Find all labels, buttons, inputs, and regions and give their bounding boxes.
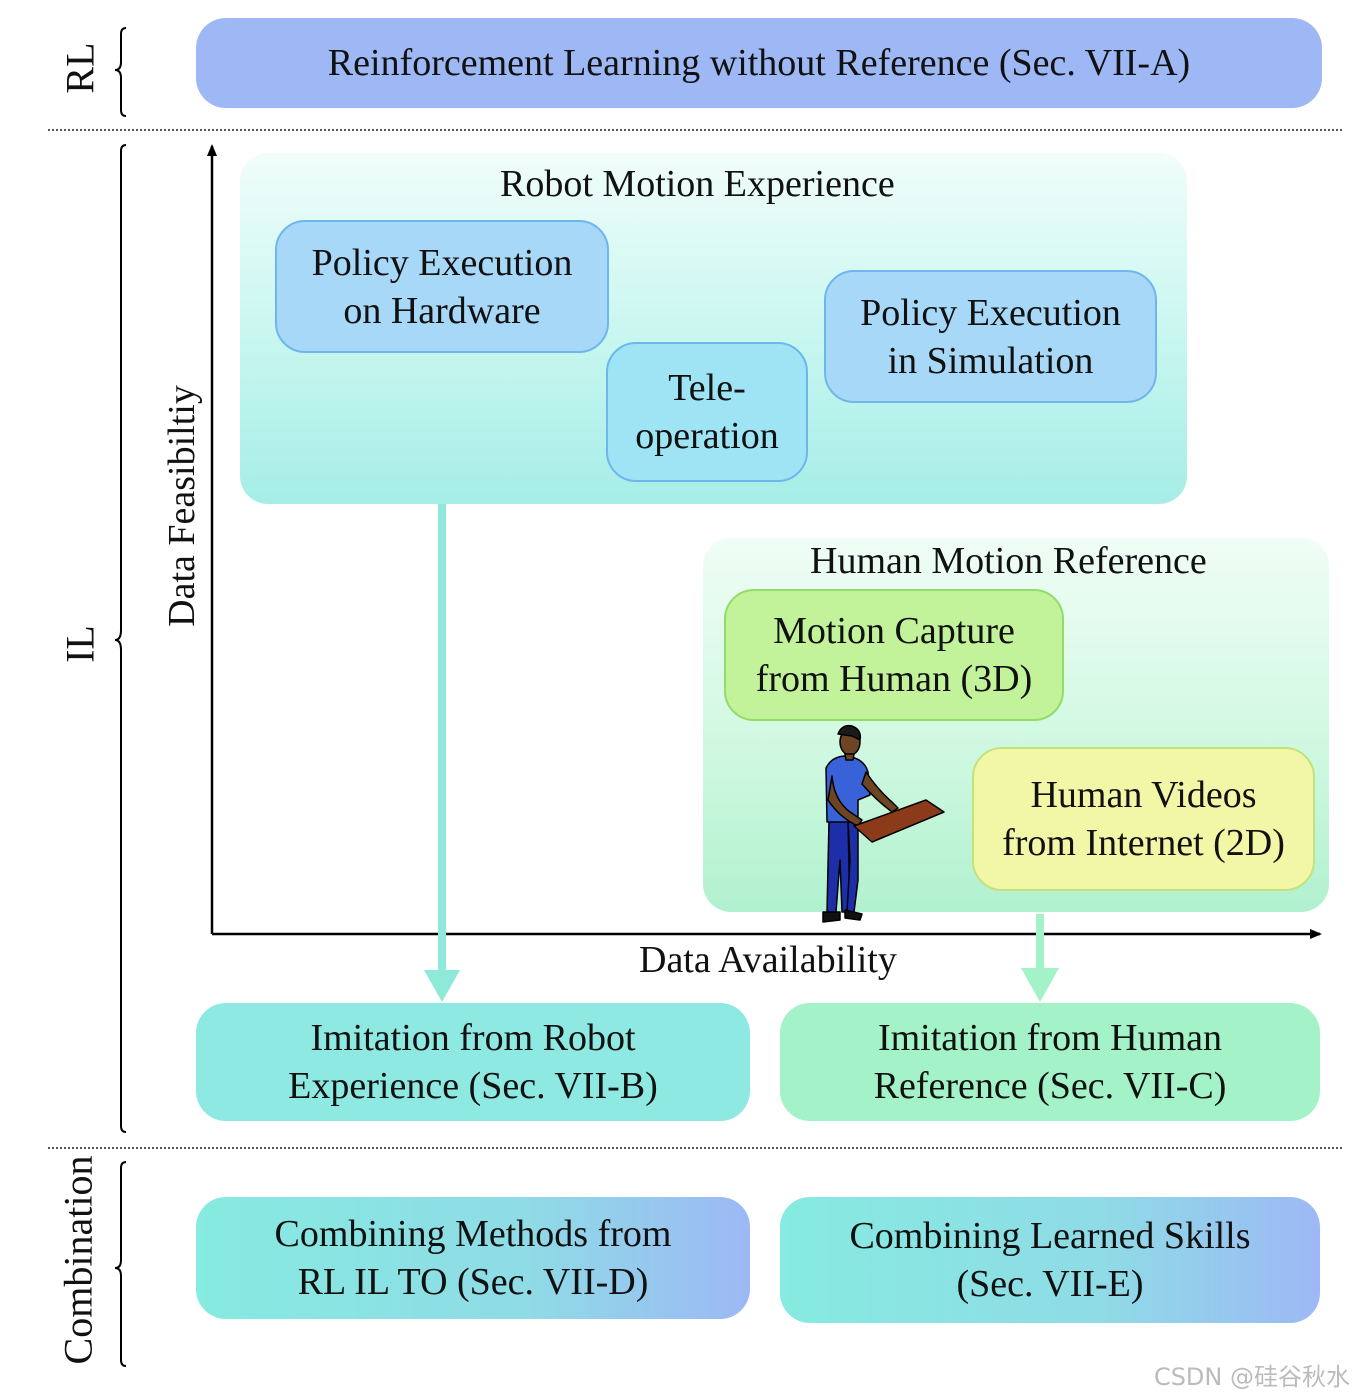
row-label-combination: Combination	[55, 1155, 101, 1365]
combination-brace	[114, 1161, 127, 1367]
rl-brace	[114, 27, 127, 117]
separator-il-combination	[48, 1147, 1342, 1149]
robot-down-arrow	[424, 504, 460, 1002]
teleoperation-box: Tele- operation	[606, 342, 808, 482]
imitation-human-box: Imitation from Human Reference (Sec. VII…	[780, 1003, 1320, 1121]
robot-group-title: Robot Motion Experience	[500, 163, 895, 205]
il-brace	[114, 144, 127, 1133]
combining-methods-box: Combining Methods from RL IL TO (Sec. VI…	[196, 1197, 750, 1319]
row-label-il: IL	[57, 625, 103, 663]
imitation-robot-box: Imitation from Robot Experience (Sec. VI…	[196, 1003, 750, 1121]
human-down-arrow	[1021, 914, 1059, 1002]
watermark: CSDN @硅谷秋水	[1153, 1363, 1350, 1391]
row-label-rl: RL	[57, 42, 103, 94]
policy-hardware-box: Policy Execution on Hardware	[275, 220, 609, 353]
y-axis-label: Data Feasibiltiy	[161, 385, 203, 627]
human-group-title: Human Motion Reference	[810, 540, 1207, 582]
rl-box: Reinforcement Learning without Reference…	[196, 18, 1322, 108]
combining-skills-box: Combining Learned Skills (Sec. VII-E)	[780, 1197, 1320, 1323]
person-holding-board-icon	[822, 724, 945, 923]
separator-rl-il	[48, 129, 1342, 131]
motion-capture-box: Motion Capture from Human (3D)	[724, 589, 1064, 721]
human-videos-box: Human Videos from Internet (2D)	[972, 747, 1315, 891]
x-axis-label: Data Availability	[639, 939, 897, 981]
policy-simulation-box: Policy Execution in Simulation	[824, 270, 1157, 403]
